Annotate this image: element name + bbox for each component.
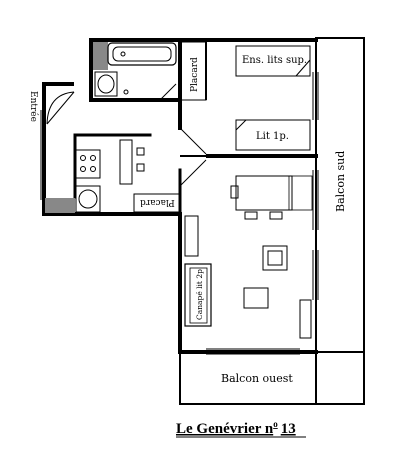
label-bed-double: Ens. lits sup.: [242, 55, 307, 66]
walls: [42, 38, 318, 354]
label-balcon-sud: Balcon sud: [334, 151, 347, 212]
label-entree: Entrée: [28, 91, 39, 122]
title-text: Le Genévrier n: [176, 421, 274, 437]
label-canape: Canapé lit 2p: [195, 269, 204, 320]
bed-single: [235, 119, 311, 151]
balcon-sud: [315, 37, 365, 405]
bathroom: [93, 42, 177, 101]
label-placard-bottom: Placard: [140, 197, 175, 207]
title-sup: o: [273, 419, 278, 429]
placard-top: [180, 41, 207, 101]
kitchen: [45, 139, 145, 213]
bed-double: [235, 45, 311, 77]
sofa-bed: [184, 263, 212, 327]
label-bed-single: Lit 1p.: [256, 131, 289, 142]
placard-bottom: [133, 193, 181, 213]
label-placard-top: Placard: [190, 57, 200, 92]
living-furniture: [184, 175, 313, 339]
label-balcon-ouest: Balcon ouest: [221, 372, 293, 385]
windows: [40, 72, 319, 355]
entrance-door: [46, 91, 75, 125]
bedroom-door: [179, 127, 207, 187]
title-number: 13: [281, 421, 296, 437]
